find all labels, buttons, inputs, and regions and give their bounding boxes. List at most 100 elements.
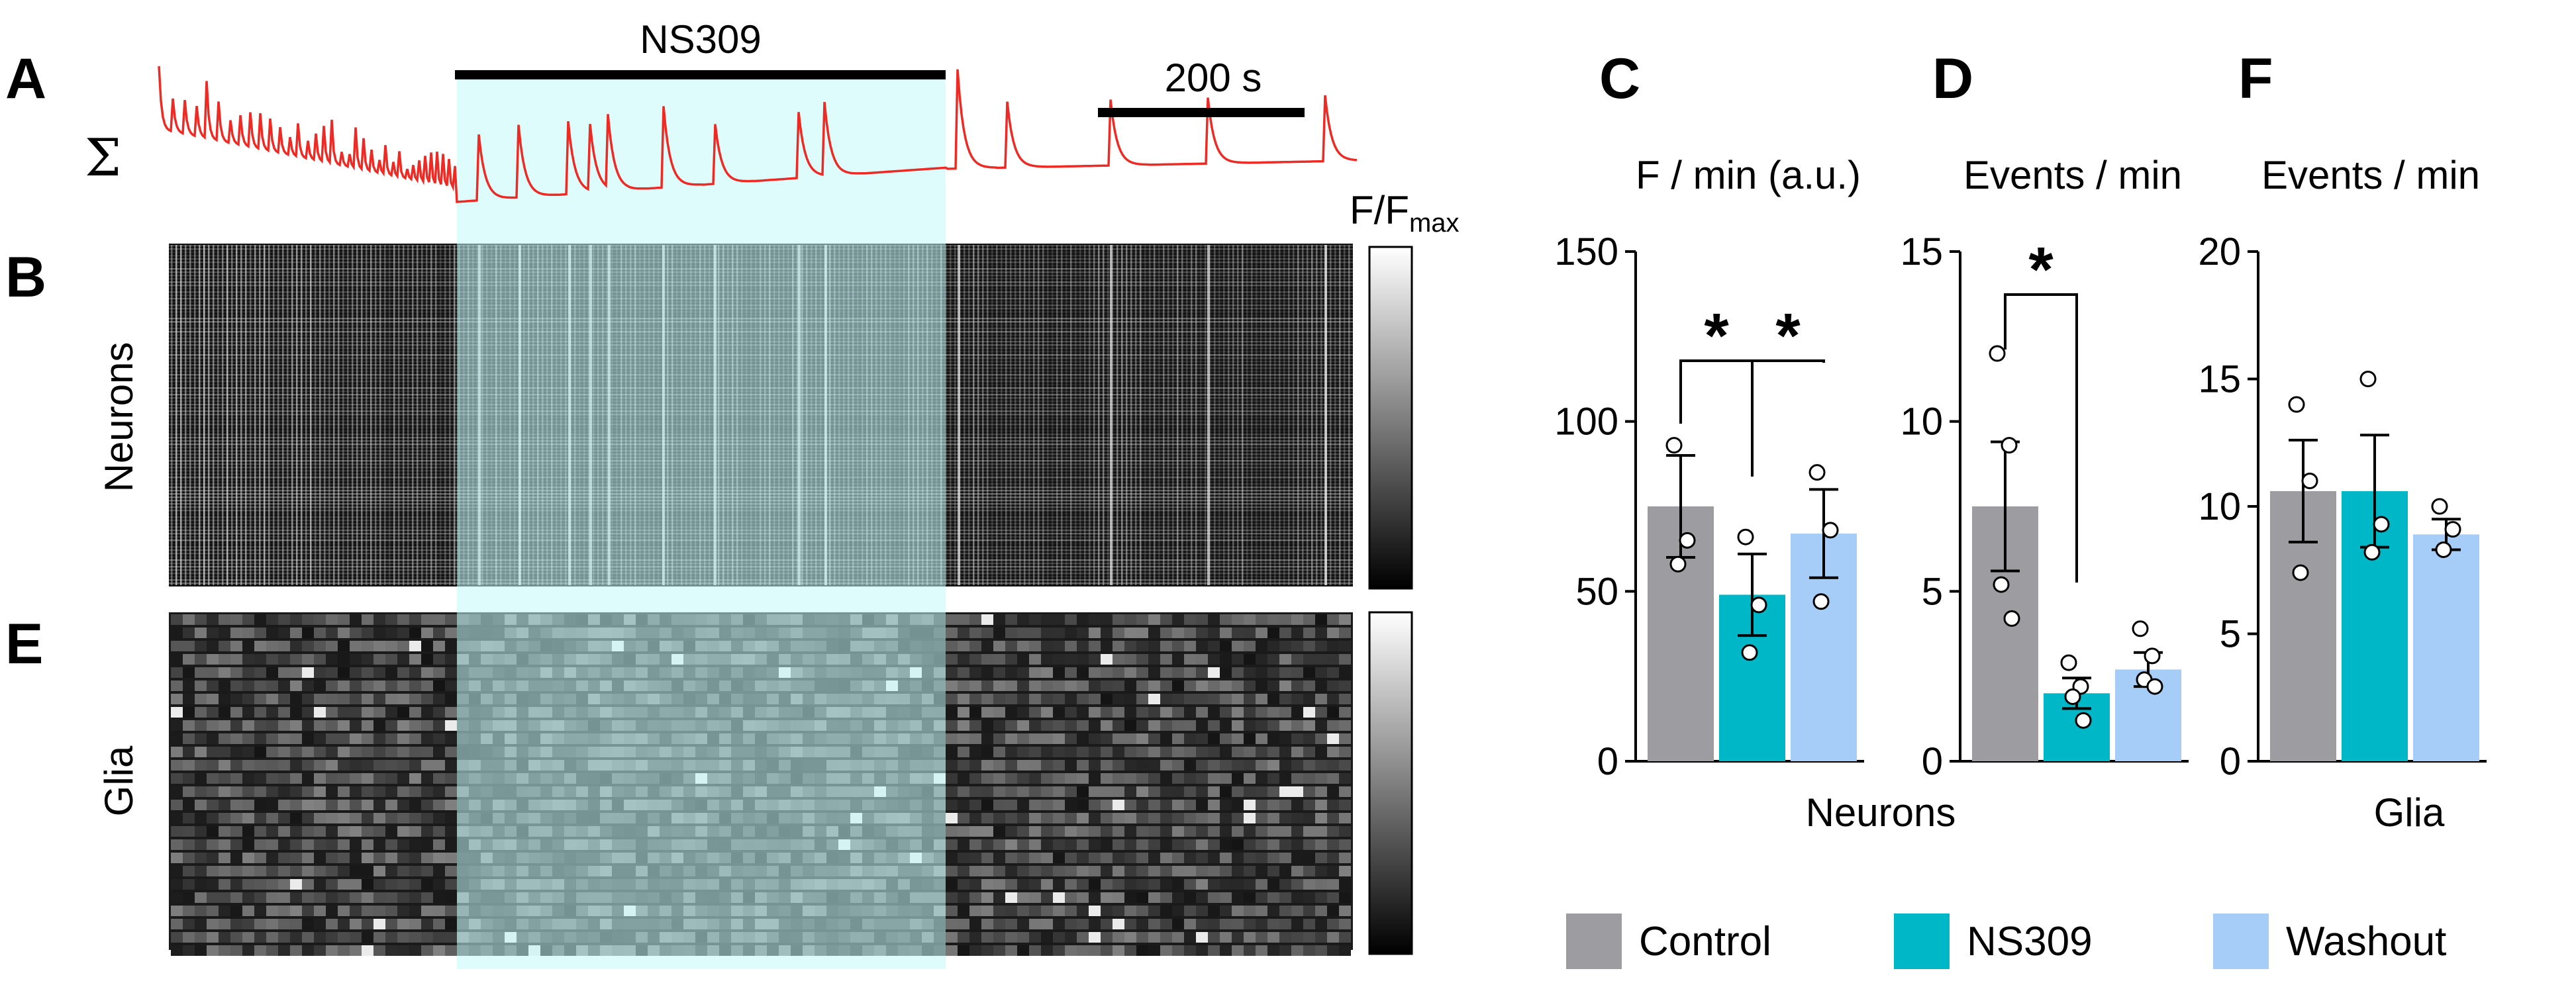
glia-raster-cell bbox=[230, 680, 242, 691]
glia-raster-cell bbox=[1172, 747, 1184, 757]
glia-raster-cell bbox=[445, 654, 457, 665]
glia-raster-cell bbox=[219, 654, 230, 665]
glia-raster-cell bbox=[1315, 667, 1327, 678]
neurons-raster-column bbox=[277, 245, 279, 585]
glia-raster-cell bbox=[385, 614, 397, 625]
glia-raster-cell bbox=[314, 826, 326, 837]
glia-raster-cell bbox=[314, 707, 326, 718]
glia-raster-cell bbox=[230, 839, 242, 850]
glia-raster-cell bbox=[1160, 747, 1172, 757]
neurons-raster-column bbox=[1256, 245, 1258, 585]
glia-raster-cell bbox=[981, 892, 993, 903]
glia-raster-cell bbox=[230, 733, 242, 744]
neurons-raster-column bbox=[1265, 245, 1267, 585]
neurons-raster-column bbox=[389, 245, 391, 585]
glia-raster-cell bbox=[421, 614, 433, 625]
ns309-drug-label: NS309 bbox=[640, 17, 761, 62]
neurons-raster-column bbox=[1065, 245, 1067, 585]
glia-raster-cell bbox=[338, 733, 350, 744]
glia-raster-cell bbox=[1089, 707, 1101, 718]
glia-raster-cell bbox=[1220, 906, 1232, 916]
glia-raster-cell bbox=[993, 932, 1005, 943]
glia-raster-cell bbox=[290, 945, 302, 956]
glia-raster-cell bbox=[993, 879, 1005, 890]
glia-raster-cell bbox=[445, 906, 457, 916]
glia-raster-cell bbox=[981, 733, 993, 744]
glia-raster-cell bbox=[1267, 945, 1279, 956]
glia-raster-cell bbox=[1267, 628, 1279, 638]
glia-raster-cell bbox=[1029, 919, 1041, 929]
glia-raster-cell bbox=[993, 813, 1005, 823]
glia-raster-cell bbox=[1113, 839, 1124, 850]
glia-raster-cell bbox=[1101, 919, 1113, 929]
glia-raster-cell bbox=[1089, 641, 1101, 651]
glia-raster-cell bbox=[433, 747, 445, 757]
data-point bbox=[2060, 654, 2077, 671]
glia-raster-cell bbox=[433, 680, 445, 691]
glia-raster-cell bbox=[958, 667, 969, 678]
glia-raster-cell bbox=[1172, 800, 1184, 810]
glia-raster-cell bbox=[1256, 694, 1267, 704]
glia-raster-cell bbox=[362, 879, 373, 890]
data-point bbox=[2288, 396, 2305, 413]
glia-raster-cell bbox=[397, 945, 409, 956]
data-point bbox=[2363, 543, 2381, 561]
glia-raster-cell bbox=[969, 945, 981, 956]
glia-raster-cell bbox=[254, 628, 266, 638]
glia-raster-cell bbox=[1172, 628, 1184, 638]
glia-raster-cell bbox=[1315, 932, 1327, 943]
glia-raster-cell bbox=[1017, 747, 1029, 757]
glia-raster-cell bbox=[350, 614, 362, 625]
glia-raster-cell bbox=[1303, 786, 1315, 797]
glia-raster-cell bbox=[1089, 747, 1101, 757]
glia-raster-cell bbox=[958, 919, 969, 929]
glia-raster-cell bbox=[1077, 906, 1089, 916]
glia-raster-cell bbox=[1041, 826, 1053, 837]
glia-raster-cell bbox=[385, 628, 397, 638]
glia-raster-cell bbox=[207, 813, 219, 823]
neurons-raster-column bbox=[185, 245, 187, 585]
glia-raster-cell bbox=[1303, 747, 1315, 757]
glia-raster-cell bbox=[1196, 641, 1208, 651]
glia-raster-cell bbox=[1160, 720, 1172, 731]
glia-raster-cell bbox=[338, 680, 350, 691]
glia-raster-cell bbox=[1220, 945, 1232, 956]
glia-raster-cell bbox=[1220, 892, 1232, 903]
glia-raster-cell bbox=[385, 707, 397, 718]
glia-raster-cell bbox=[230, 694, 242, 704]
glia-raster-cell bbox=[1029, 614, 1041, 625]
neurons-raster-column bbox=[287, 245, 289, 585]
glia-raster-cell bbox=[433, 945, 445, 956]
glia-raster-cell bbox=[1124, 747, 1136, 757]
glia-raster-cell bbox=[958, 853, 969, 863]
glia-raster-cell bbox=[350, 879, 362, 890]
glia-raster-cell bbox=[1005, 866, 1017, 876]
glia-raster-cell bbox=[362, 694, 373, 704]
glia-raster-cell bbox=[1089, 919, 1101, 929]
neurons-raster-column bbox=[996, 245, 998, 585]
glia-raster-cell bbox=[1279, 826, 1291, 837]
glia-raster-cell bbox=[1053, 906, 1065, 916]
glia-raster-cell bbox=[219, 720, 230, 731]
glia-raster-cell bbox=[1005, 707, 1017, 718]
glia-raster-cell bbox=[1053, 641, 1065, 651]
glia-raster-cell bbox=[1172, 773, 1184, 784]
glia-raster-cell bbox=[1041, 866, 1053, 876]
glia-raster-cell bbox=[183, 654, 195, 665]
neurons-raster-column bbox=[1339, 245, 1341, 585]
glia-raster-cell bbox=[1196, 919, 1208, 929]
glia-raster-cell bbox=[1136, 628, 1148, 638]
glia-raster-cell bbox=[338, 919, 350, 929]
glia-raster-cell bbox=[362, 892, 373, 903]
glia-raster-cell bbox=[1017, 945, 1029, 956]
glia-raster-cell bbox=[1124, 813, 1136, 823]
neurons-raster-column bbox=[1019, 245, 1021, 585]
glia-raster-cell bbox=[302, 919, 314, 929]
glia-raster-cell bbox=[1029, 879, 1041, 890]
glia-raster-cell bbox=[1160, 866, 1172, 876]
glia-raster-cell bbox=[1196, 786, 1208, 797]
colorbar-title-sub: max bbox=[1409, 209, 1460, 238]
glia-raster-cell bbox=[254, 945, 266, 956]
neurons-raster-column bbox=[412, 245, 414, 585]
glia-raster-cell bbox=[1077, 813, 1089, 823]
